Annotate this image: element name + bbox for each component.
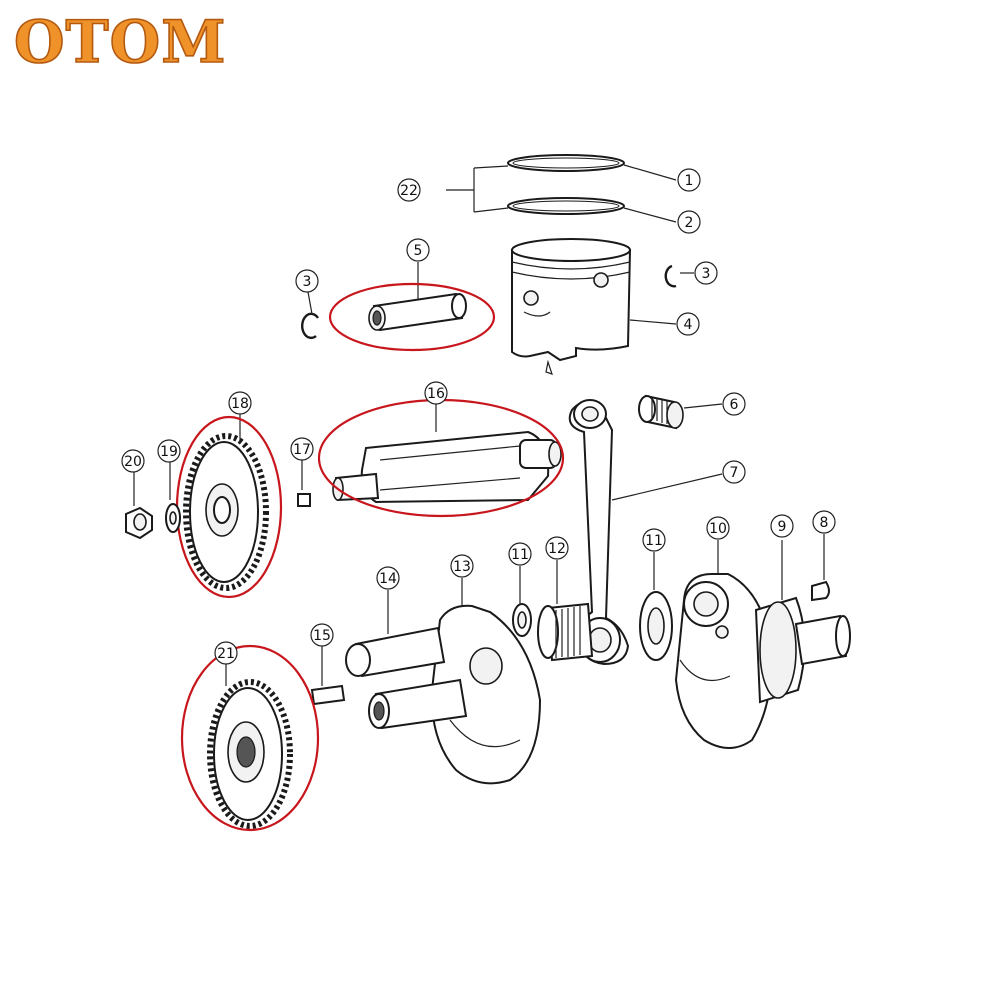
leader-6 xyxy=(683,403,723,409)
callout-label: 19 xyxy=(160,444,178,460)
callout-label: 18 xyxy=(231,396,249,412)
callout-label: 14 xyxy=(379,571,397,587)
piston-ring-second xyxy=(507,197,625,215)
callout-20: 20 xyxy=(121,449,145,473)
callout-label: 4 xyxy=(684,317,693,333)
crank-pin-assembly xyxy=(332,430,562,504)
callout-label: 8 xyxy=(820,515,829,531)
primary-drive-gear xyxy=(183,433,269,591)
callout-label: 5 xyxy=(414,243,423,259)
callout-11-right: 11 xyxy=(642,528,666,552)
thrust-washer-left xyxy=(512,603,532,637)
callout-10: 10 xyxy=(706,516,730,540)
main-shaft-bearing-side xyxy=(754,596,851,704)
callout-label: 6 xyxy=(730,397,739,413)
crankshaft-half-left xyxy=(430,604,542,785)
callout-13: 13 xyxy=(450,554,474,578)
callout-15: 15 xyxy=(310,623,334,647)
callout-label: 11 xyxy=(511,547,529,563)
callout-3-left: 3 xyxy=(295,269,319,293)
leader-7 xyxy=(611,473,723,501)
piston xyxy=(511,238,632,375)
gear-key xyxy=(310,684,346,706)
balancer-drive-gear xyxy=(207,679,293,829)
brand-logo: OTOM xyxy=(13,7,226,77)
spacer-block xyxy=(297,493,311,507)
leader-2 xyxy=(623,207,677,223)
woodruff-key xyxy=(811,580,830,602)
big-end-needle-bearing xyxy=(537,602,594,662)
callout-3-right: 3 xyxy=(694,261,718,285)
callout-label: 20 xyxy=(124,454,142,470)
leader-3a xyxy=(307,291,313,315)
callout-label: 12 xyxy=(548,541,566,557)
callout-2: 2 xyxy=(677,210,701,234)
callout-label: 2 xyxy=(685,215,694,231)
callout-label: 3 xyxy=(303,274,312,290)
callout-16: 16 xyxy=(424,381,448,405)
callout-label: 1 xyxy=(685,173,694,189)
callout-label: 16 xyxy=(427,386,445,402)
callout-1: 1 xyxy=(677,168,701,192)
small-end-needle-bearing xyxy=(638,394,684,430)
piston-ring-top xyxy=(507,154,625,172)
callout-7: 7 xyxy=(722,460,746,484)
gear-washer xyxy=(165,503,181,533)
callout-12: 12 xyxy=(545,536,569,560)
callout-18: 18 xyxy=(228,391,252,415)
callout-19: 19 xyxy=(157,439,181,463)
callout-label: 7 xyxy=(730,465,739,481)
callout-label: 22 xyxy=(400,183,418,199)
callout-label: 9 xyxy=(778,519,787,535)
callout-label: 11 xyxy=(645,533,663,549)
callout-label: 15 xyxy=(313,628,331,644)
leader-4 xyxy=(629,319,677,325)
callout-21: 21 xyxy=(214,641,238,665)
leader-22 xyxy=(446,165,509,213)
callout-label: 21 xyxy=(217,646,235,662)
piston-pin-clip-right xyxy=(664,264,677,288)
callout-14: 14 xyxy=(376,566,400,590)
piston-pin xyxy=(368,292,467,332)
callout-11-left: 11 xyxy=(508,542,532,566)
highlight-ring-21 xyxy=(180,644,320,832)
brand-logo-text: OTOM xyxy=(14,8,226,76)
callout-9: 9 xyxy=(770,514,794,538)
piston-pin-clip-left xyxy=(301,312,320,340)
callout-4: 4 xyxy=(676,312,700,336)
callout-17: 17 xyxy=(290,437,314,461)
crank-nut xyxy=(125,506,153,540)
crank-shaft-stub xyxy=(345,626,468,730)
callout-8: 8 xyxy=(812,510,836,534)
callout-label: 17 xyxy=(293,442,311,458)
callout-label: 10 xyxy=(709,521,727,537)
leader-1 xyxy=(623,164,677,181)
callout-5: 5 xyxy=(406,238,430,262)
thrust-washer-right xyxy=(639,591,673,661)
crankshaft-half-right xyxy=(674,573,773,749)
callout-label: 3 xyxy=(702,266,711,282)
callout-22: 22 xyxy=(397,178,421,202)
callout-label: 13 xyxy=(453,559,471,575)
callout-6: 6 xyxy=(722,392,746,416)
highlight-ring-5 xyxy=(328,282,496,352)
